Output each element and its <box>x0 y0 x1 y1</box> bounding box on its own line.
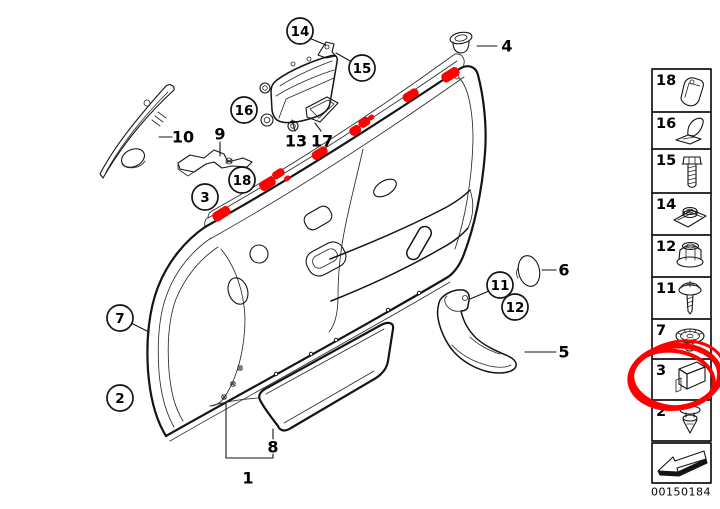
callout-10[interactable]: 10 <box>172 128 194 147</box>
callout-5[interactable]: 5 <box>558 343 569 362</box>
callout-4[interactable]: 4 <box>501 37 512 56</box>
sidebar-label-3[interactable]: 3 <box>656 363 666 379</box>
callout-15-label[interactable]: 15 <box>353 61 372 77</box>
door-module <box>259 41 338 132</box>
door-panel-drawing <box>146 53 487 442</box>
sidebar-label-2[interactable]: 2 <box>656 404 666 420</box>
callout-18-label[interactable]: 18 <box>233 173 252 189</box>
leader-lines <box>130 37 557 459</box>
carrier-screws <box>221 365 243 400</box>
callout-1[interactable]: 1 <box>242 469 253 488</box>
sidebar-label-12[interactable]: 12 <box>656 239 676 255</box>
sidebar-cell-15[interactable]: 15 <box>656 153 703 188</box>
wedge-clip-icon <box>680 77 704 107</box>
mounting-bracket <box>177 149 253 177</box>
callout-14-label[interactable]: 14 <box>291 24 310 40</box>
hex-bolt-icon <box>681 156 703 188</box>
callout-8[interactable]: 8 <box>267 438 278 457</box>
sidebar-cell-11[interactable]: 11 <box>656 280 702 315</box>
flange-nut-icon <box>676 241 704 268</box>
callout-3[interactable]: 3 <box>191 183 219 211</box>
callout-7-label[interactable]: 7 <box>115 311 124 327</box>
grommet <box>449 31 473 54</box>
callout-13[interactable]: 13 <box>285 132 307 151</box>
washer-screw-icon <box>678 280 702 315</box>
cage-nut-icon <box>673 206 707 228</box>
callout-11[interactable]: 11 <box>486 271 514 299</box>
map-pocket <box>258 321 395 432</box>
sidebar-label-15[interactable]: 15 <box>656 153 676 169</box>
sidebar-cell-3[interactable]: 3 <box>656 361 706 393</box>
pull-handle <box>436 289 517 374</box>
trim-piece-17 <box>305 96 339 123</box>
sidebar-label-16[interactable]: 16 <box>656 116 676 132</box>
mirror-triangle-cover <box>99 84 175 179</box>
bracket-15 <box>317 41 337 59</box>
callout-18[interactable]: 18 <box>228 166 256 194</box>
callout-2[interactable]: 2 <box>106 384 134 412</box>
callout-12-label[interactable]: 12 <box>506 300 525 316</box>
callout-17[interactable]: 17 <box>311 132 333 151</box>
front-left-arrow-icon <box>657 450 708 477</box>
callout-12[interactable]: 12 <box>501 293 529 321</box>
callout-15[interactable]: 15 <box>348 54 376 82</box>
callout-3-label[interactable]: 3 <box>200 190 209 206</box>
callout-9[interactable]: 9 <box>214 125 225 144</box>
callout-16-label[interactable]: 16 <box>235 103 254 119</box>
callout-2-label[interactable]: 2 <box>115 391 124 407</box>
sidebar-parts-table: 18 16 15 <box>627 68 720 499</box>
callout-6[interactable]: 6 <box>558 261 569 280</box>
cap-6 <box>516 255 541 287</box>
sidebar-cell-16[interactable]: 16 <box>656 116 704 145</box>
sidebar-label-18[interactable]: 18 <box>656 73 676 89</box>
sidebar-label-7[interactable]: 7 <box>656 323 666 339</box>
sidebar-cell-14[interactable]: 14 <box>656 197 707 228</box>
callout-11-label[interactable]: 11 <box>491 278 510 294</box>
circled-callouts: 14 15 16 18 3 11 12 7 <box>106 17 529 412</box>
sidebar-cell-12[interactable]: 12 <box>656 239 704 268</box>
callout-16[interactable]: 16 <box>230 96 258 124</box>
sidebar-label-11[interactable]: 11 <box>656 281 676 297</box>
angle-bracket-icon <box>675 361 706 393</box>
direction-arrow-box <box>651 442 712 484</box>
diagram-part-number: 00150184 <box>651 486 711 499</box>
callout-14[interactable]: 14 <box>286 17 314 45</box>
callout-7[interactable]: 7 <box>106 304 134 332</box>
spring-clip-icon <box>675 117 704 145</box>
sidebar-label-14[interactable]: 14 <box>656 197 676 213</box>
sidebar-cell-18[interactable]: 18 <box>656 73 704 107</box>
plain-callouts: 10 9 13 17 4 6 5 8 1 <box>172 37 570 488</box>
seal-highlight-marks <box>212 66 460 222</box>
